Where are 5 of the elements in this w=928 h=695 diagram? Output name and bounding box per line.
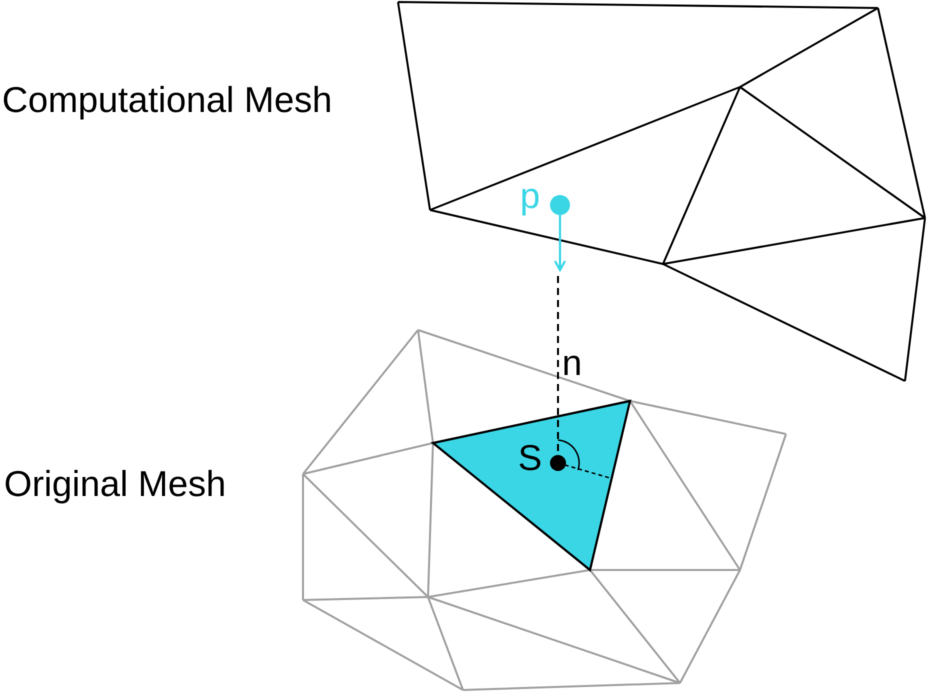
point-label: S: [518, 440, 542, 476]
mesh-label: Original Mesh: [4, 466, 226, 502]
mesh-label: Computational Mesh: [2, 82, 332, 118]
point-label: p: [520, 178, 540, 214]
normal-label: n: [562, 345, 582, 381]
